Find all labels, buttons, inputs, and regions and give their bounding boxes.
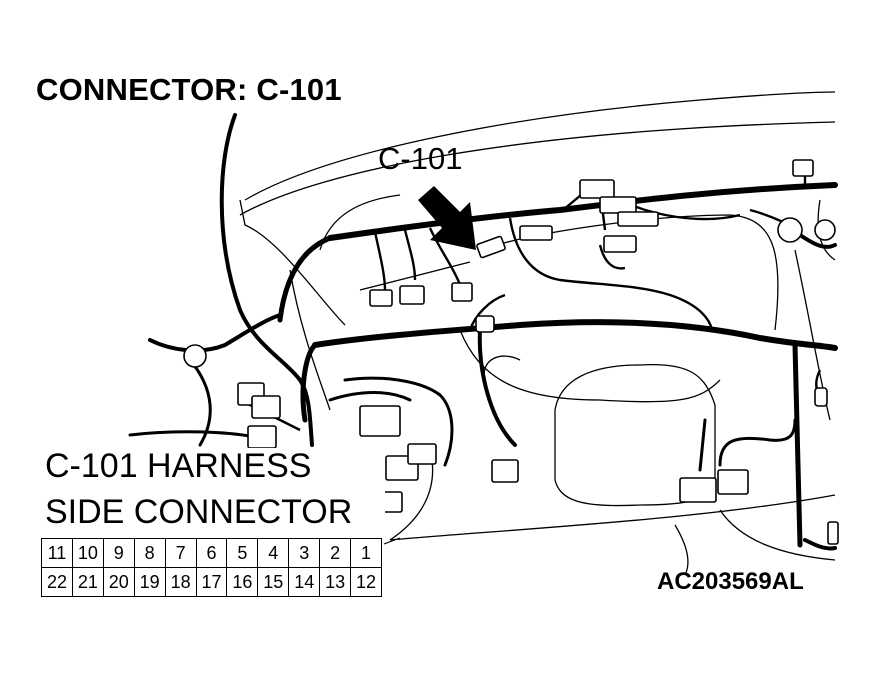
pin-number: 16	[226, 567, 259, 597]
harness-label-backdrop	[40, 448, 385, 536]
main-harness	[128, 113, 838, 551]
pin-number: 19	[133, 567, 166, 597]
pin-number: 4	[257, 538, 290, 568]
pin-number: 9	[102, 538, 135, 568]
pin-number: 11	[41, 538, 73, 568]
pin-number: 6	[195, 538, 228, 568]
figure-code: AC203569AL	[657, 568, 804, 595]
pin-number: 2	[319, 538, 352, 568]
pin-number: 15	[257, 567, 290, 597]
callout-arrow	[418, 186, 476, 250]
connector-title: CONNECTOR: C-101	[36, 72, 342, 107]
harness-label-line1: C-101 HARNESS	[45, 447, 312, 485]
pin-number: 7	[164, 538, 197, 568]
pin-number: 13	[319, 567, 352, 597]
pin-number: 1	[350, 538, 382, 568]
pin-number: 17	[195, 567, 228, 597]
pin-number: 5	[226, 538, 259, 568]
pin-number: 21	[71, 567, 104, 597]
connector-callout-label: C-101	[378, 141, 463, 176]
leader-line	[383, 537, 401, 545]
pin-number: 8	[133, 538, 166, 568]
pin-number: 3	[288, 538, 321, 568]
connector-blocks	[183, 159, 839, 545]
pin-number: 12	[350, 567, 382, 597]
pin-number: 20	[102, 567, 135, 597]
harness-label-line2: SIDE CONNECTOR	[45, 493, 353, 531]
pin-number: 14	[288, 567, 321, 597]
pin-number: 18	[164, 567, 197, 597]
pin-number: 10	[71, 538, 104, 568]
pin-number: 22	[41, 567, 73, 597]
